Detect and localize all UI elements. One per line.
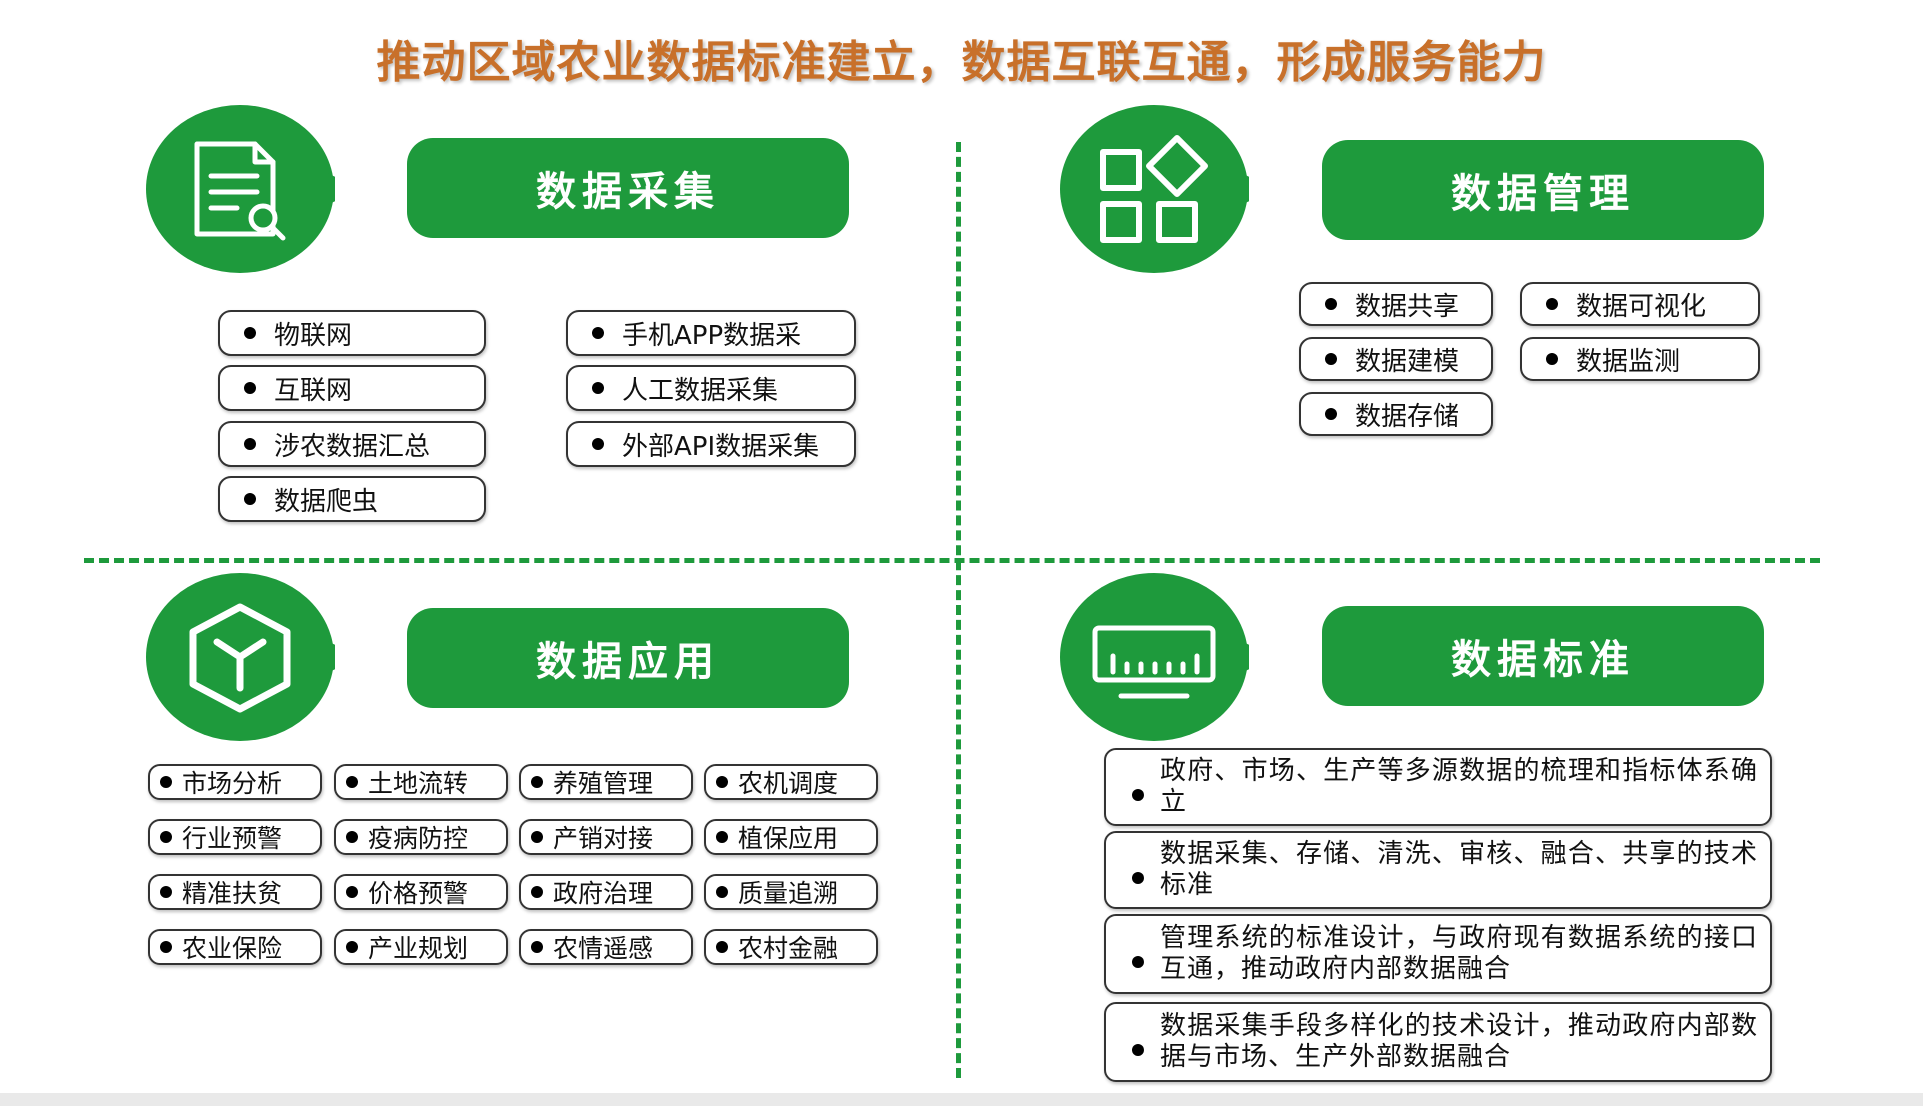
application-icon-bubble	[145, 572, 335, 742]
management-item: 数据共享	[1299, 282, 1493, 326]
standard-item: 政府、市场、生产等多源数据的梳理和指标体系确立	[1104, 748, 1772, 826]
standard-item: 数据采集手段多样化的技术设计，推动政府内部数据与市场、生产外部数据融合	[1104, 1002, 1772, 1082]
application-item: 产业规划	[334, 929, 508, 965]
application-header: 数据应用	[407, 608, 849, 708]
management-item: 数据存储	[1299, 392, 1493, 436]
application-item: 价格预警	[334, 874, 508, 910]
application-item: 市场分析	[148, 764, 322, 800]
application-item: 土地流转	[334, 764, 508, 800]
collection-header: 数据采集	[407, 138, 849, 238]
collection-item: 外部API数据采集	[566, 421, 856, 467]
application-item: 质量追溯	[704, 874, 878, 910]
page-title: 推动区域农业数据标准建立，数据互联互通，形成服务能力	[376, 37, 1547, 88]
standard-icon-bubble	[1059, 572, 1249, 742]
management-item: 数据监测	[1520, 337, 1760, 381]
application-item: 农情遥感	[519, 929, 693, 965]
application-item: 政府治理	[519, 874, 693, 910]
app-grid-icon	[1100, 135, 1208, 243]
application-item: 产销对接	[519, 819, 693, 855]
management-header: 数据管理	[1322, 140, 1764, 240]
application-item: 精准扶贫	[148, 874, 322, 910]
collection-item: 物联网	[218, 310, 486, 356]
collection-item: 互联网	[218, 365, 486, 411]
application-item: 植保应用	[704, 819, 878, 855]
application-item: 农机调度	[704, 764, 878, 800]
standard-item: 管理系统的标准设计，与政府现有数据系统的接口互通，推动政府内部数据融合	[1104, 914, 1772, 994]
application-item: 养殖管理	[519, 764, 693, 800]
management-item: 数据建模	[1299, 337, 1493, 381]
management-item: 数据可视化	[1520, 282, 1760, 326]
collection-item: 人工数据采集	[566, 365, 856, 411]
standard-item: 数据采集、存储、清洗、审核、融合、共享的技术标准	[1104, 831, 1772, 909]
document-search-icon	[194, 141, 286, 241]
collection-item: 数据爬虫	[218, 476, 486, 522]
horizontal-divider	[84, 558, 1820, 563]
application-item: 农村金融	[704, 929, 878, 965]
management-icon-bubble	[1059, 104, 1249, 274]
ruler-icon	[1092, 625, 1216, 699]
application-item: 行业预警	[148, 819, 322, 855]
vertical-divider	[956, 142, 961, 1078]
application-item: 农业保险	[148, 929, 322, 965]
collection-item: 涉农数据汇总	[218, 421, 486, 467]
bottom-band	[0, 1093, 1923, 1106]
collection-icon-bubble	[145, 104, 335, 274]
application-item: 疫病防控	[334, 819, 508, 855]
standard-header: 数据标准	[1322, 606, 1764, 706]
collection-item: 手机APP数据采	[566, 310, 856, 356]
cube-icon	[189, 603, 291, 713]
